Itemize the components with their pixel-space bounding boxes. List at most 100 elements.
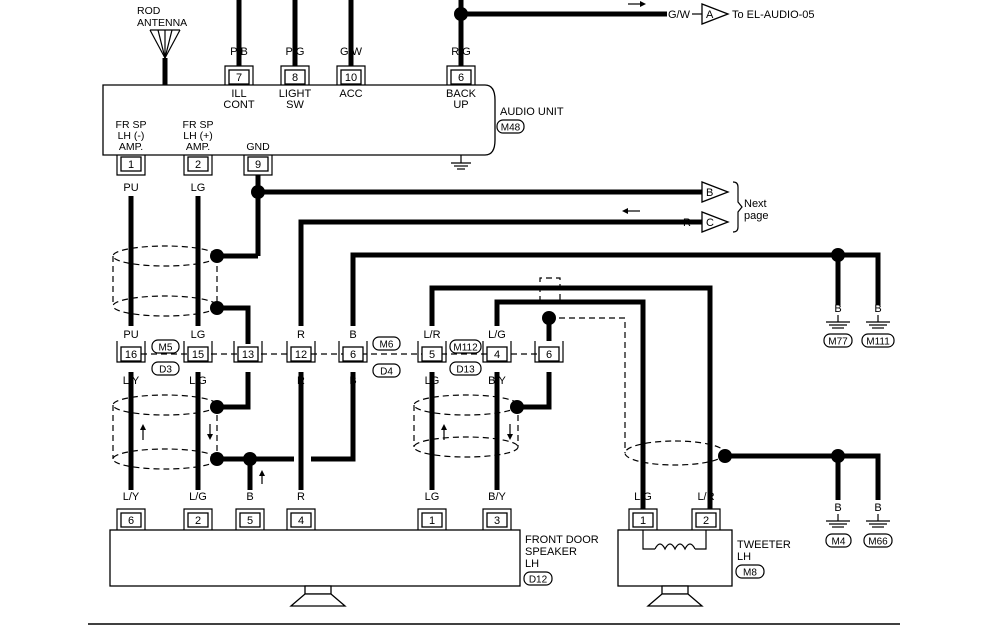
audio-unit-connector-label: M48 [501, 123, 521, 134]
connector-tag: D13 [456, 365, 475, 376]
ground-icon [866, 520, 890, 528]
wire-color-label: L/R [697, 491, 714, 503]
pin-number: 12 [295, 349, 307, 361]
offpage-connector-c: R C [622, 208, 730, 233]
pin-label: UP [453, 99, 468, 111]
coil-icon [642, 530, 707, 551]
top-pin-6: R/G 6 BACK UP [446, 46, 477, 111]
tweeter-label: LH [737, 551, 751, 563]
wire-color-label: B/Y [488, 491, 506, 503]
connector-tag: M5 [159, 343, 173, 354]
wire-color-label: L/G [488, 329, 506, 341]
pin-number: 4 [494, 349, 500, 361]
pin-label: BACK [446, 88, 477, 100]
connector-tag: D3 [159, 365, 172, 376]
speaker-wire-stubs [128, 484, 500, 490]
offpage-letter: B [706, 187, 713, 199]
wire-color-label: P/B [230, 46, 248, 58]
pin-label: FR SP [116, 119, 147, 131]
ground-m4: B M4 [825, 502, 852, 548]
wire-color-label: B [349, 329, 356, 341]
top-pin-7: P/B 7 ILL CONT [223, 46, 254, 111]
bottom-pin-1: FR SP LH (-) AMP. 1 [116, 119, 147, 176]
ground-icon [866, 321, 890, 329]
wire-color-label: B [874, 303, 881, 315]
wire-color-label: L/Y [123, 375, 140, 387]
connector-tag: D12 [529, 575, 548, 586]
pin-label: GND [246, 141, 270, 153]
wire-color-label: LG [425, 491, 440, 503]
audio-unit-label: AUDIO UNIT [500, 106, 564, 118]
pin-label: ILL [231, 88, 246, 100]
junction-dots [210, 185, 845, 466]
speaker-pin-4: R 4 [286, 491, 316, 530]
shield-tweeter [539, 277, 726, 466]
wire-color-label: B [246, 491, 253, 503]
wire-color-label: P/G [286, 46, 305, 58]
wire-color-label: L/Y [123, 491, 140, 503]
connector-tag: M66 [868, 537, 888, 548]
offpage-letter: A [706, 9, 714, 21]
ground-m66: B M66 [863, 502, 893, 548]
bottom-pin-2: FR SP LH (+) AMP. 2 [183, 119, 213, 176]
ground-m77: B M77 [823, 303, 853, 348]
joint-pin-6-right: 6 [534, 318, 564, 363]
speaker-pin-6: L/Y 6 [116, 491, 146, 530]
wire-color-label: B [874, 502, 881, 514]
wire-color-label: LG [191, 329, 206, 341]
speaker-box [109, 529, 521, 587]
speaker-icon [646, 585, 704, 607]
shield-lower-left [112, 394, 218, 470]
front-door-speaker: FRONT DOOR SPEAKER LH D12 L/Y 6 L/G 2 B … [109, 491, 599, 607]
audio-unit-connector-tag [496, 119, 525, 134]
shield-upper-left [112, 245, 218, 317]
wire-color-label: B/Y [488, 375, 506, 387]
pin-number: 6 [350, 349, 356, 361]
joint-pin-12: R 12 R [286, 329, 316, 387]
arrow-up-icon [140, 424, 146, 440]
pin-number: 8 [292, 72, 298, 84]
pin-number: 13 [242, 349, 254, 361]
speaker-pin-5: B 5 [235, 491, 265, 530]
joint-pin-16: PU 16 L/Y [116, 329, 146, 387]
wire-color-label: B [834, 303, 841, 315]
ground-icon [826, 520, 850, 528]
audio-unit-ground-icon [451, 155, 471, 170]
offpage-letter: C [706, 217, 714, 229]
wire-color-label: L/G [189, 375, 207, 387]
connector-tag: M77 [828, 337, 848, 348]
tweeter: TWEETER LH M8 L/G 1 L/R 2 [617, 491, 791, 607]
bottom-pin-9: GND 9 [243, 141, 273, 176]
pin-number: 2 [195, 515, 201, 527]
pin-number: 1 [429, 515, 435, 527]
antenna-icon [149, 29, 181, 85]
pin-number: 10 [345, 72, 357, 84]
joint-pin-6-mid: B 6 B [338, 329, 368, 387]
arrow-up-icon [259, 470, 265, 484]
pin-number: 1 [640, 515, 646, 527]
pin-number: 9 [255, 159, 261, 171]
wires [128, 175, 881, 509]
top-pin-10: G/W 10 ACC [336, 46, 366, 100]
ground-m111: B M111 [861, 303, 895, 348]
speaker-pin-1: LG 1 [417, 491, 447, 530]
pin-number: 6 [458, 72, 464, 84]
speaker-icon [289, 585, 347, 607]
audio-unit-bottom-pins: FR SP LH (-) AMP. 1 FR SP LH (+) AMP. 2 … [116, 119, 273, 176]
joint-connectors: PU 16 L/Y LG 15 L/G 13 R 12 R B [116, 318, 564, 387]
wire-color-label: R [683, 217, 691, 229]
joint-pin-15: LG 15 L/G [183, 329, 213, 387]
wire-color-label: PU [123, 182, 138, 194]
pin-number: 7 [236, 72, 242, 84]
wire-color-label: R [297, 491, 305, 503]
wire-color-label: R [297, 329, 305, 341]
pin-number: 6 [546, 349, 552, 361]
antenna-label-1: ROD [137, 5, 161, 17]
joint-tag-mid: M6 D4 [372, 336, 401, 378]
arrow-down-icon [207, 424, 213, 440]
top-pin-8: P/G 8 LIGHT SW [279, 46, 312, 111]
pin-number: 5 [429, 349, 435, 361]
wire-color-label: R [297, 375, 305, 387]
wire-color-label: L/R [423, 329, 440, 341]
